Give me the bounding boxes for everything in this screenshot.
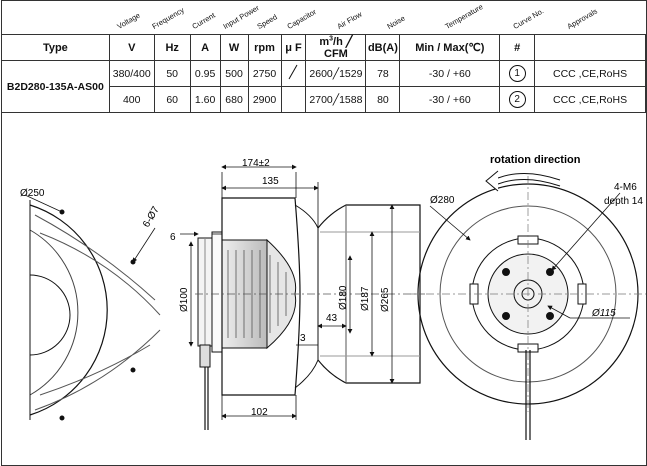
cell-current: 1.60 bbox=[189, 86, 221, 113]
dim-bolt-circle: Ø115 bbox=[591, 308, 616, 319]
dim-overall-depth: 174±2 bbox=[242, 158, 270, 169]
dim-ring-diameter: Ø187 bbox=[360, 286, 371, 311]
unit-temperature: Min / Max(℃) bbox=[399, 34, 501, 61]
cell-noise: 80 bbox=[365, 86, 401, 113]
cell-voltage: 400 bbox=[108, 86, 155, 113]
unit-type: Type bbox=[1, 34, 110, 61]
dim-gap: 3 bbox=[300, 333, 306, 344]
dim-thread-depth: depth 14 bbox=[604, 196, 643, 207]
cell-temperature: -30 / +60 bbox=[399, 86, 501, 113]
side-view bbox=[180, 164, 425, 430]
cell-airflow: 2700╱1588 bbox=[305, 86, 367, 113]
dim-front-diameter: Ø280 bbox=[430, 195, 455, 206]
cell-current: 0.95 bbox=[189, 60, 221, 87]
cell-curve: 1 bbox=[499, 60, 536, 87]
unit-noise: dB(A) bbox=[365, 34, 401, 61]
dim-flange-thickness: 6 bbox=[170, 232, 176, 243]
dim-inlet-diameter: Ø180 bbox=[338, 285, 349, 310]
dim-thread-spec: 4-M6 bbox=[614, 182, 637, 193]
cell-approvals: CCC ,CE,RoHS bbox=[534, 86, 646, 113]
slash-mark bbox=[289, 64, 298, 80]
unit-speed: rpm bbox=[247, 34, 282, 61]
rotation-direction-label: rotation direction bbox=[490, 154, 581, 166]
curve-number: 1 bbox=[508, 65, 526, 82]
table-row: B2D280-135A-AS00 380/400 50 0.95 500 275… bbox=[1, 60, 646, 113]
dim-impeller-depth: 135 bbox=[262, 176, 279, 187]
cell-approvals: CCC ,CE,RoHS bbox=[534, 60, 646, 87]
spec-table: Type V Hz A W rpm μ F m3/h ╱ CFM dB(A) M… bbox=[1, 34, 646, 113]
front-view bbox=[410, 170, 646, 440]
cell-voltage: 380/400 bbox=[108, 60, 155, 87]
dim-motor-length: 102 bbox=[251, 407, 268, 418]
cell-frequency: 50 bbox=[153, 60, 191, 87]
table-row: 400 60 1.60 680 2900 2700╱1588 80 -30 / … bbox=[2, 86, 646, 113]
dim-outer-diameter-half: Ø250 bbox=[20, 188, 45, 199]
cell-temperature: -30 / +60 bbox=[399, 60, 501, 87]
cell-speed: 2750 bbox=[247, 60, 282, 87]
dim-hole-spec: 6-Ø7 bbox=[141, 204, 162, 229]
dim-inlet-depth: 43 bbox=[326, 313, 338, 324]
cell-power: 500 bbox=[219, 60, 249, 87]
unit-voltage: V bbox=[108, 34, 155, 61]
half-front-view bbox=[24, 194, 161, 421]
curve-number: 2 bbox=[508, 91, 526, 108]
cell-speed: 2900 bbox=[247, 86, 282, 113]
cell-noise: 78 bbox=[365, 60, 401, 87]
dim-flange-diameter: Ø100 bbox=[179, 287, 190, 312]
dim-outer-diameter: Ø265 bbox=[380, 287, 391, 312]
model-number: B2D280-135A-AS00 bbox=[1, 60, 110, 113]
